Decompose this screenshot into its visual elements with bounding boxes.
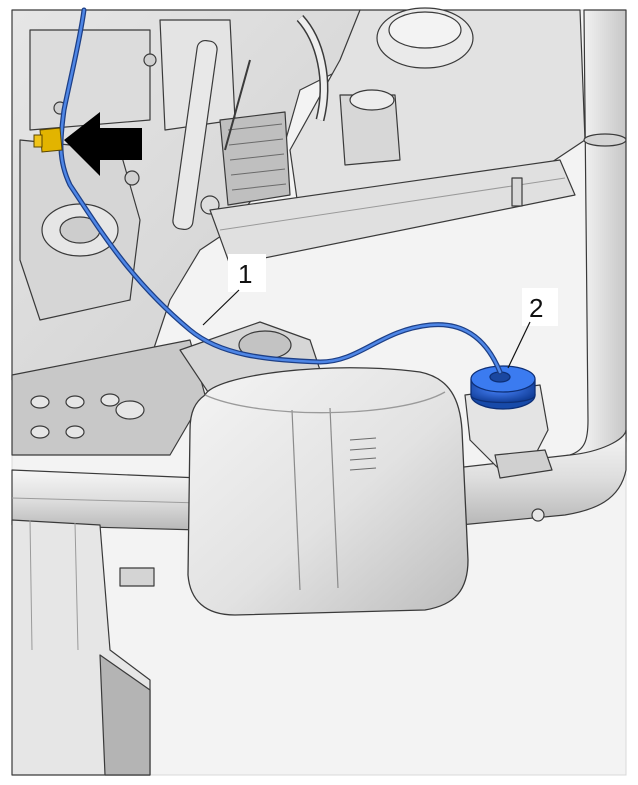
black-arrow-icon bbox=[64, 112, 142, 176]
callout-2: 2 bbox=[507, 288, 558, 369]
muffler bbox=[187, 367, 469, 616]
leader-line-2 bbox=[507, 321, 531, 369]
yellow-clip-icon bbox=[33, 127, 63, 153]
callout-1-label: 1 bbox=[238, 259, 252, 289]
exhaust-pipe bbox=[11, 429, 627, 531]
lower-support bbox=[11, 519, 155, 776]
leader-line-1 bbox=[202, 289, 240, 326]
sensor-cap bbox=[470, 365, 536, 410]
callout-2-label: 2 bbox=[529, 293, 543, 323]
engine-block bbox=[11, 9, 361, 381]
callout-1: 1 bbox=[202, 254, 266, 326]
cross-member bbox=[209, 159, 576, 266]
sensor-cable bbox=[58, 7, 503, 375]
